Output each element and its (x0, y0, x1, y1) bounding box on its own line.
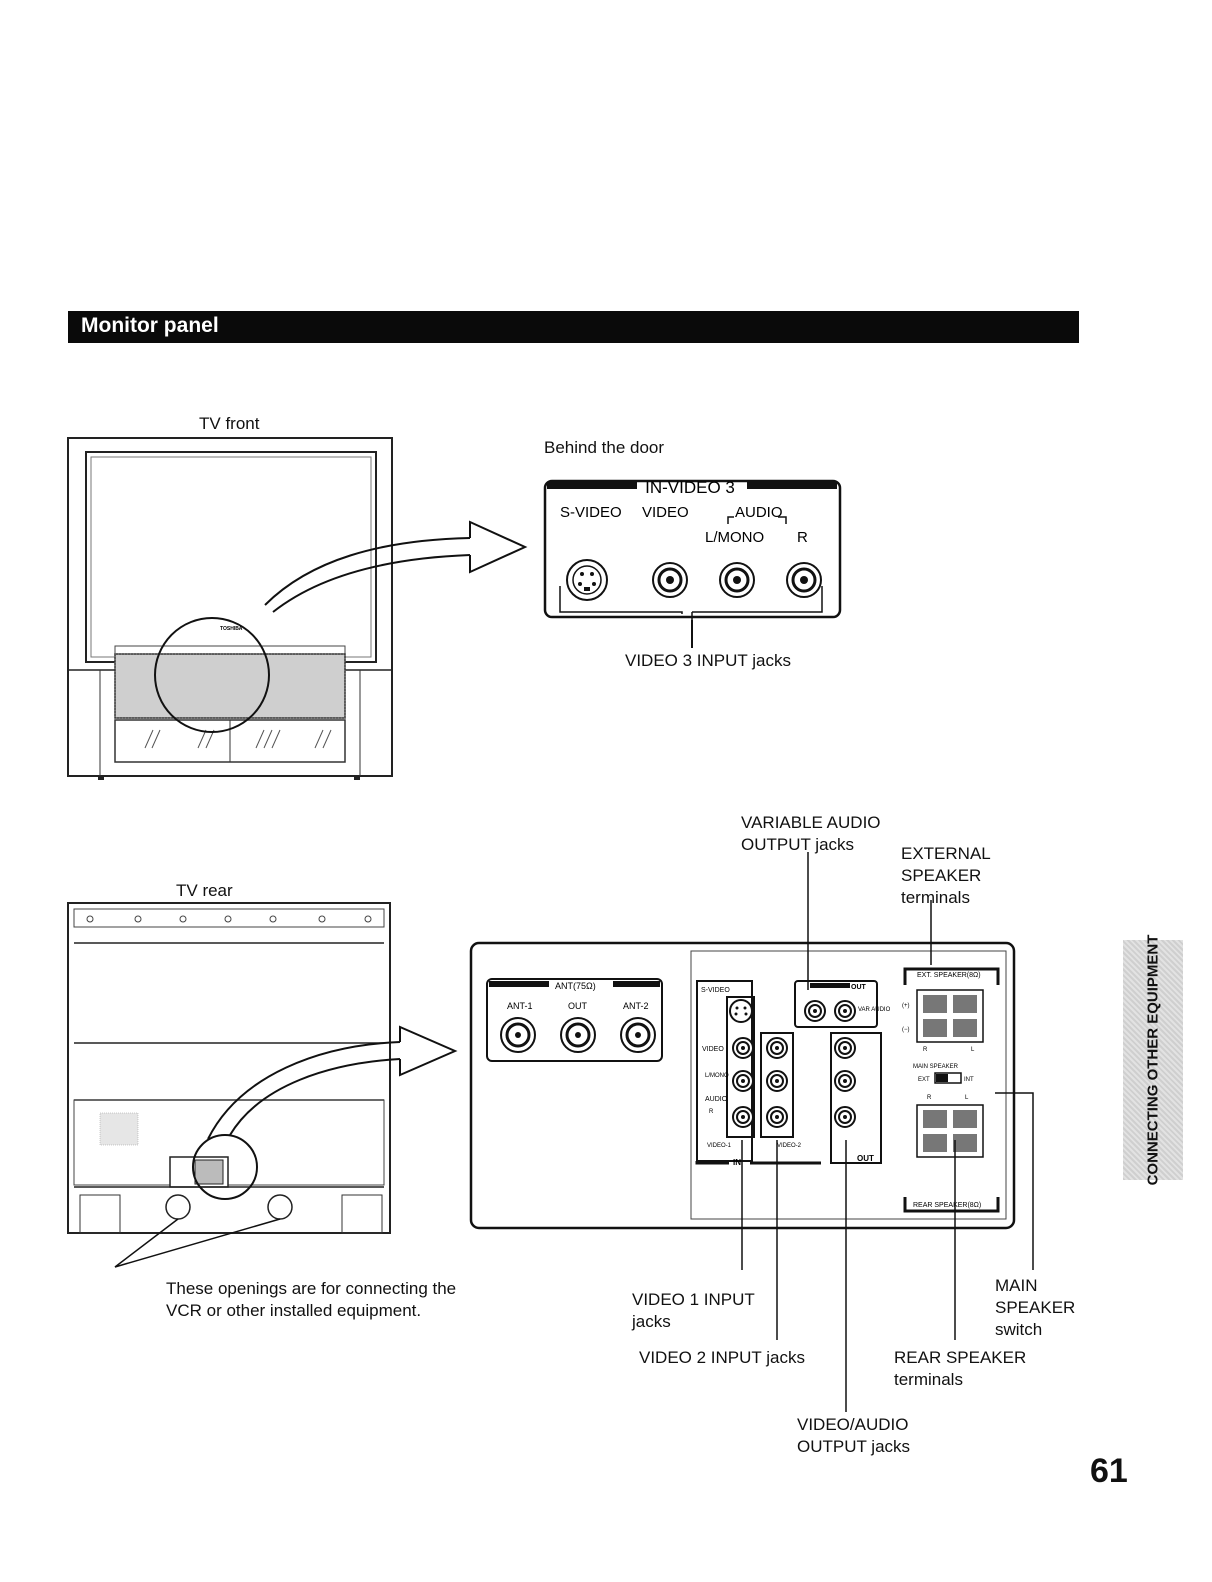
main-speaker-switch: MAIN SPEAKER EXT INT (913, 1064, 974, 1084)
video1-label: VIDEO-1 (707, 1143, 732, 1149)
video1-audio-l-jack (732, 1070, 754, 1092)
rear-svideo-label: S-VIDEO (701, 987, 730, 994)
callout-video2-input: VIDEO 2 INPUT jacks (639, 1348, 805, 1367)
main-speaker-label: MAIN SPEAKER (913, 1064, 959, 1070)
video2-audio-r-jack (766, 1106, 788, 1128)
tv-rear-illustration (67, 902, 458, 1268)
antenna-block: ANT(75Ω) ANT-1 OUT ANT-2 (486, 978, 663, 1062)
door-panel: IN-VIDEO 3 S-VIDEO VIDEO AUDIO L/MONO R (543, 478, 842, 624)
ext-plus-label: (+) (902, 1003, 910, 1009)
door-r-label: R (797, 529, 808, 546)
side-tab-text: CONNECTING OTHER EQUIPMENT (1144, 934, 1162, 1186)
var-out-label: OUT (851, 984, 867, 991)
callout-video1-input: VIDEO 1 INPUT jacks (632, 1290, 755, 1331)
section-header: Monitor panel (68, 311, 1079, 343)
ext-l-label: L (971, 1047, 975, 1053)
door-svideo-label: S-VIDEO (560, 504, 622, 521)
ext-minus-label: (−) (902, 1027, 910, 1033)
rear-speaker-terminals: R L REAR SPEAKER(8Ω) (903, 1095, 1000, 1213)
ant2-jack (620, 1017, 656, 1053)
callout-variable-audio: VARIABLE AUDIO OUTPUT jacks (741, 813, 881, 854)
tv-front-label: TV front (199, 414, 260, 433)
callout-external-speaker: EXTERNAL SPEAKER terminals (901, 844, 991, 907)
rear-speaker-label: REAR SPEAKER(8Ω) (913, 1202, 981, 1209)
ext-speaker-label: EXT. SPEAKER(8Ω) (917, 972, 981, 979)
callout-rear-speaker: REAR SPEAKER terminals (894, 1348, 1027, 1389)
ant-out-jack (560, 1017, 596, 1053)
tv-rear-label: TV rear (176, 881, 233, 900)
page-number: 61 (1090, 1452, 1128, 1490)
video1-input-group: S-VIDEO VIDEO L/MONO AUDIO R VIDEO-1 (696, 980, 755, 1162)
var-audio-l-jack (834, 1000, 856, 1022)
door-audio-r-jack (786, 562, 822, 598)
ant-title: ANT(75Ω) (555, 981, 596, 991)
video2-input-group: VIDEO-2 (760, 1032, 802, 1149)
out-audio-r-jack (834, 1106, 856, 1128)
rear-mono-label: L/MONO (705, 1073, 729, 1079)
rear-panel: ANT(75Ω) ANT-1 OUT ANT-2 S-VIDEO VIDEO L… (469, 941, 1016, 1230)
ant1-jack (500, 1017, 536, 1053)
ant1-label: ANT-1 (507, 1001, 533, 1011)
var-audio-label: VAR AUDIO (858, 1007, 891, 1013)
video2-audio-l-jack (766, 1070, 788, 1092)
door-audio-l-jack (719, 562, 755, 598)
door-lmono-label: L/MONO (705, 529, 764, 546)
door-svideo-jack (566, 559, 608, 601)
door-video-jack (652, 562, 688, 598)
video1-audio-r-jack (732, 1106, 754, 1128)
tv-brand: TOSHIBA (220, 626, 243, 632)
rear-l-label: L (965, 1095, 969, 1101)
rear-svideo-jack (729, 999, 753, 1023)
var-audio-r-jack (804, 1000, 826, 1022)
video-audio-output-group: OUT (830, 1032, 882, 1164)
section-title: Monitor panel (81, 314, 219, 337)
rear-video-label: VIDEO (702, 1046, 724, 1053)
out-label: OUT (857, 1154, 874, 1163)
out-video-jack (834, 1037, 856, 1059)
rear-audio-label: AUDIO (705, 1096, 728, 1103)
callout-lines (741, 852, 1034, 1412)
callout-video-audio-output: VIDEO/AUDIO OUTPUT jacks (797, 1415, 911, 1456)
ant-out-label: OUT (568, 1001, 588, 1011)
out-audio-l-jack (834, 1070, 856, 1092)
rear-in-label: IN (733, 1158, 741, 1167)
ext-r-label: R (923, 1047, 928, 1053)
video1-video-jack (732, 1037, 754, 1059)
door-panel-title: IN-VIDEO 3 (645, 478, 735, 497)
video2-label: VIDEO-2 (777, 1143, 802, 1149)
door-audio-label: AUDIO (735, 504, 783, 521)
switch-ext-label: EXT (918, 1077, 930, 1083)
video3-leader-line (691, 620, 693, 648)
ant2-label: ANT-2 (623, 1001, 649, 1011)
variable-audio-group: OUT VAR AUDIO (794, 980, 891, 1028)
switch-int-label: INT (964, 1077, 974, 1083)
tv-front-illustration: TOSHIBA (67, 437, 528, 780)
rear-r-label: R (709, 1109, 714, 1115)
rear-r-label: R (927, 1095, 932, 1101)
door-video-label: VIDEO (642, 504, 689, 521)
ext-speaker-terminals: EXT. SPEAKER(8Ω) (+) (−) R L (902, 967, 1000, 1053)
callout-main-speaker-switch: MAIN SPEAKER switch (995, 1276, 1076, 1339)
video2-video-jack (766, 1037, 788, 1059)
video3-caption: VIDEO 3 INPUT jacks (625, 651, 791, 670)
section-side-tab: CONNECTING OTHER EQUIPMENT (1123, 935, 1183, 1185)
openings-caption: These openings are for connecting the VC… (166, 1279, 457, 1320)
behind-door-label: Behind the door (544, 438, 665, 457)
